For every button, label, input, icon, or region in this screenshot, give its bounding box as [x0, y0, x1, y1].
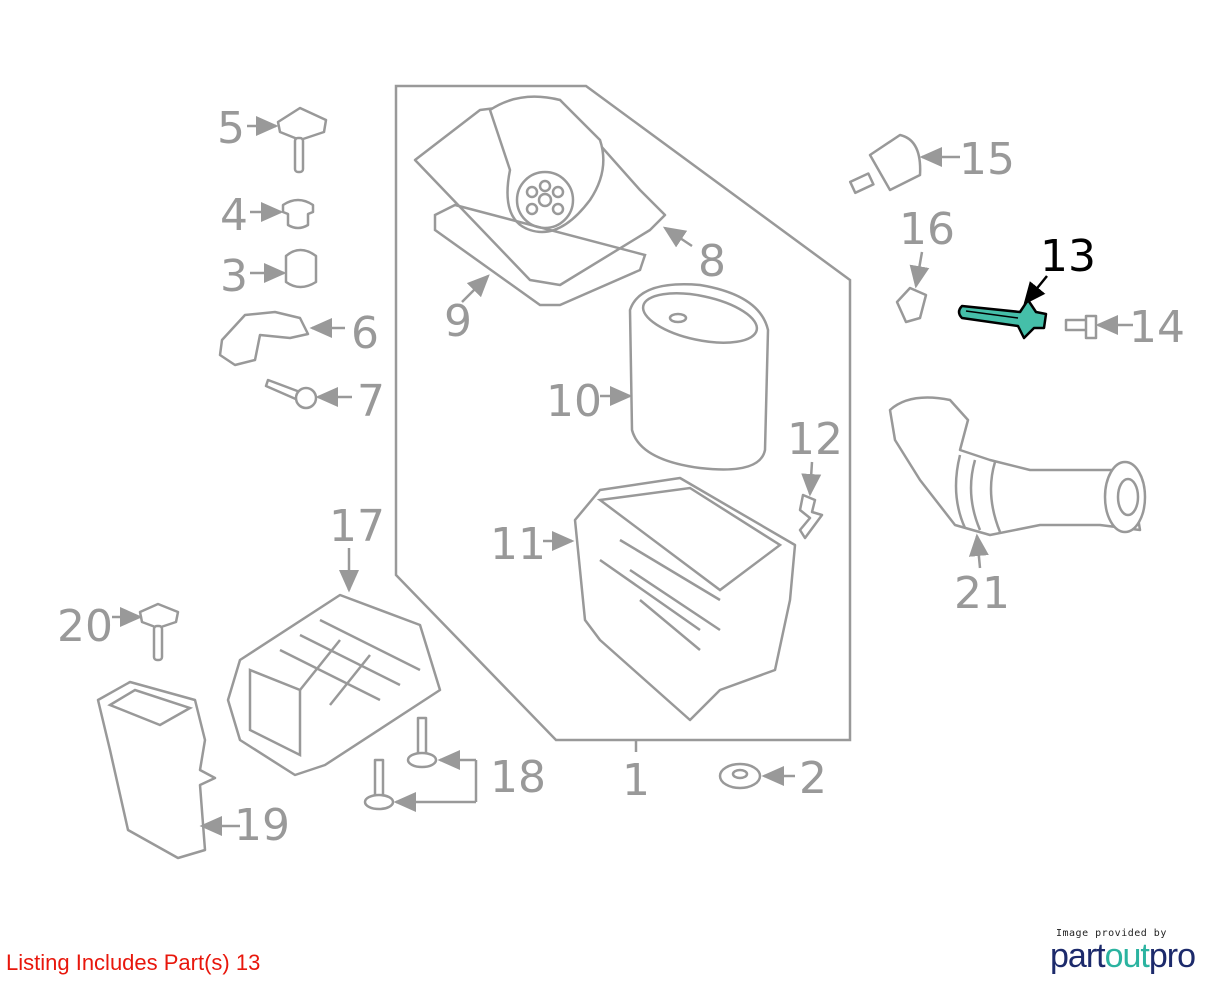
listing-includes-text: Listing Includes Part(s) 13 — [6, 950, 261, 975]
callout-21[interactable]: 21 — [954, 568, 1010, 619]
callout-12[interactable]: 12 — [787, 414, 843, 465]
callout-2[interactable]: 2 — [799, 753, 827, 804]
callout-15[interactable]: 15 — [959, 134, 1015, 185]
callout-16[interactable]: 16 — [899, 204, 955, 255]
part-3-insulator[interactable] — [284, 248, 318, 289]
part-5-bolt[interactable] — [276, 106, 328, 174]
callout-17[interactable]: 17 — [329, 501, 385, 552]
callout-18[interactable]: 18 — [490, 752, 546, 803]
callout-6[interactable]: 6 — [351, 308, 379, 359]
part-16-grommet[interactable] — [895, 286, 928, 324]
part-8-air-cleaner-cover[interactable] — [413, 95, 667, 287]
partoutpro-logo: Image provided by partoutpro — [1050, 928, 1210, 973]
part-15-connector[interactable] — [848, 133, 922, 195]
part-17-resonator[interactable] — [226, 593, 442, 777]
callout-13-highlighted[interactable]: 13 — [1040, 231, 1096, 282]
part-11-lower-housing[interactable] — [573, 476, 797, 722]
callout-14[interactable]: 14 — [1129, 302, 1185, 353]
callout-4[interactable]: 4 — [220, 190, 248, 241]
logo-pro: pro — [1148, 937, 1196, 975]
part-21-air-duct[interactable] — [888, 396, 1147, 537]
callout-11[interactable]: 11 — [490, 519, 546, 570]
part-14-screw[interactable] — [1064, 314, 1098, 340]
assembly-boundary — [394, 84, 852, 742]
part-6-bracket[interactable] — [218, 310, 310, 367]
logo-wordmark: partoutpro — [1050, 939, 1210, 973]
part-18-pins[interactable] — [363, 716, 438, 811]
part-10-filter-element[interactable] — [628, 283, 770, 471]
logo-out: out — [1104, 937, 1150, 975]
part-7-bolt[interactable] — [264, 378, 318, 410]
callout-5[interactable]: 5 — [217, 103, 245, 154]
callout-9[interactable]: 9 — [444, 296, 472, 347]
part-12-clip[interactable] — [798, 493, 824, 540]
callout-10[interactable]: 10 — [546, 376, 602, 427]
logo-part: part — [1050, 937, 1106, 975]
part-13-sensor-highlighted[interactable] — [957, 298, 1048, 340]
part-2-washer[interactable] — [718, 762, 762, 790]
callout-1[interactable]: 1 — [622, 755, 650, 806]
callout-3[interactable]: 3 — [220, 251, 248, 302]
part-19-air-inlet[interactable] — [96, 680, 217, 860]
part-4-grommet[interactable] — [281, 198, 315, 230]
part-9-gasket[interactable] — [433, 203, 647, 307]
callout-7[interactable]: 7 — [357, 376, 385, 427]
callout-8[interactable]: 8 — [698, 236, 726, 287]
logo-caption: Image provided by — [1056, 928, 1167, 939]
leader-arrows — [112, 116, 1133, 836]
callout-20[interactable]: 20 — [57, 601, 113, 652]
part-20-bolt[interactable] — [138, 602, 180, 662]
callout-19[interactable]: 19 — [234, 800, 290, 851]
